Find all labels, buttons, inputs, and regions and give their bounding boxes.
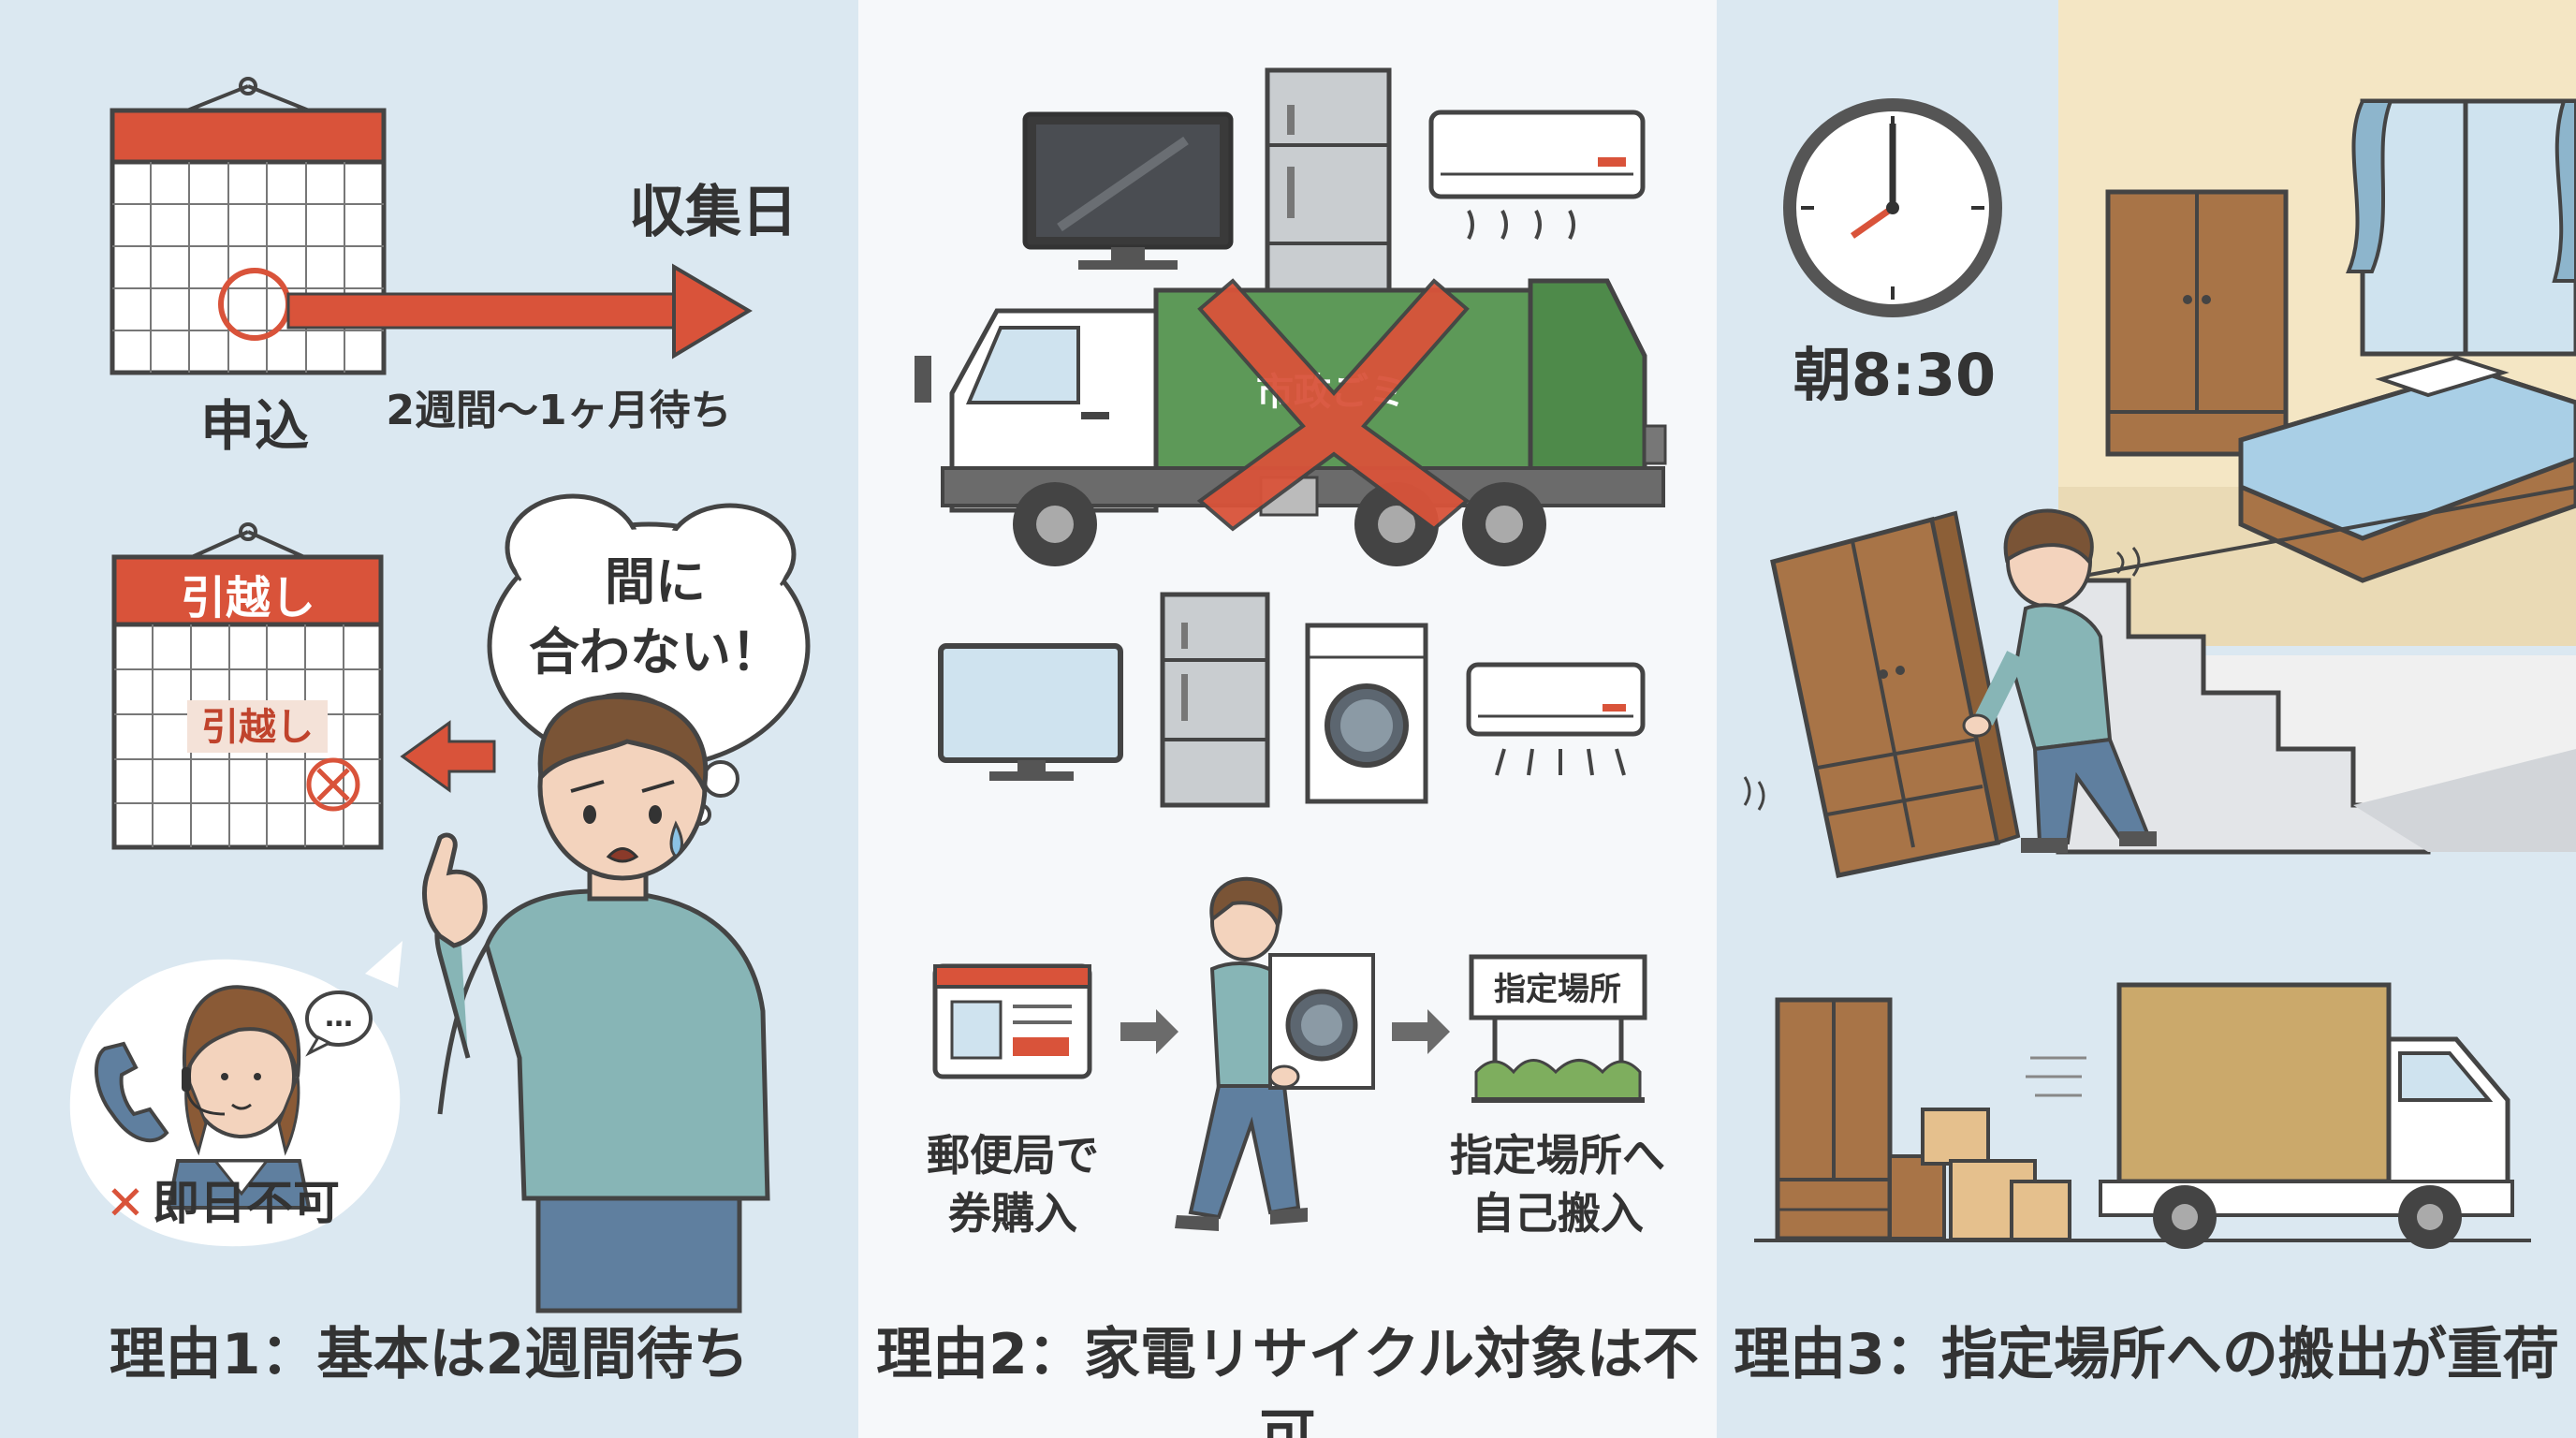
operator-icon xyxy=(69,941,402,1247)
tv-icon-2 xyxy=(938,643,1123,781)
panel-reason-3: 朝8:30 xyxy=(1717,0,2576,1438)
room-illustration xyxy=(2056,0,2576,855)
apply-label: 申込 xyxy=(200,394,309,458)
moving-calendar-header: 引越し xyxy=(181,572,315,624)
same-day-label: 即日不可 xyxy=(153,1176,340,1230)
arrow-right-icon xyxy=(286,263,753,360)
step3-line-1: 指定場所へ xyxy=(1450,1130,1665,1181)
step1-line-2: 券購入 xyxy=(948,1188,1077,1239)
arrow-right-icon-1 xyxy=(1120,1009,1178,1054)
moving-calendar-cell: 引越し xyxy=(201,706,314,749)
air-conditioner-icon-2 xyxy=(1466,662,1646,776)
arrow-right-icon-2 xyxy=(1392,1009,1450,1054)
speech-dots: … xyxy=(325,1001,353,1034)
caption-reason-3: 理由3：指定場所への搬出が重荷 xyxy=(1734,1322,2559,1387)
calendar-icon xyxy=(110,77,387,375)
panel-reason-1: 収集日 申込 2週間〜1ヶ月待ち 引越し 引越し xyxy=(0,0,858,1438)
refrigerator-icon-2 xyxy=(1160,592,1270,808)
collection-day-label: 収集日 xyxy=(629,180,798,245)
time-label: 朝8:30 xyxy=(1793,341,1996,409)
moving-truck-illustration xyxy=(1754,982,2531,1249)
air-conditioner-icon xyxy=(1428,110,1646,240)
clock-icon xyxy=(1783,98,2002,317)
wait-label: 2週間〜1ヶ月待ち xyxy=(386,387,731,434)
step1-line-1: 郵便局で xyxy=(927,1130,1099,1181)
caption-reason-2: 理由2：家電リサイクル対象は不可 xyxy=(876,1322,1699,1438)
person-carrying-washer xyxy=(1175,876,1375,1231)
designated-place-sign-icon xyxy=(1469,954,1647,1103)
designated-place-sign-text: 指定場所 xyxy=(1494,971,1621,1008)
worried-man-illustration xyxy=(422,692,770,1313)
arrow-left-icon xyxy=(400,720,496,793)
man-carrying-wardrobe xyxy=(1743,508,2157,878)
ticket-icon xyxy=(932,963,1092,1079)
panel-reason-2: 市政ごミ xyxy=(858,0,1717,1438)
garbage-truck-illustration xyxy=(915,278,1667,566)
same-day-x-icon: ✕ xyxy=(106,1176,145,1230)
bubble-line-2: 合わない！ xyxy=(529,623,782,682)
step3-line-2: 自己搬入 xyxy=(1471,1188,1644,1239)
washing-machine-icon xyxy=(1305,623,1428,804)
tv-icon xyxy=(1022,111,1234,270)
bubble-line-1: 間に xyxy=(605,552,706,611)
caption-reason-1: 理由1：基本は2週間待ち xyxy=(109,1322,750,1387)
red-x-icon xyxy=(1196,278,1471,532)
moving-calendar-icon xyxy=(111,522,384,850)
refrigerator-icon xyxy=(1265,67,1392,307)
